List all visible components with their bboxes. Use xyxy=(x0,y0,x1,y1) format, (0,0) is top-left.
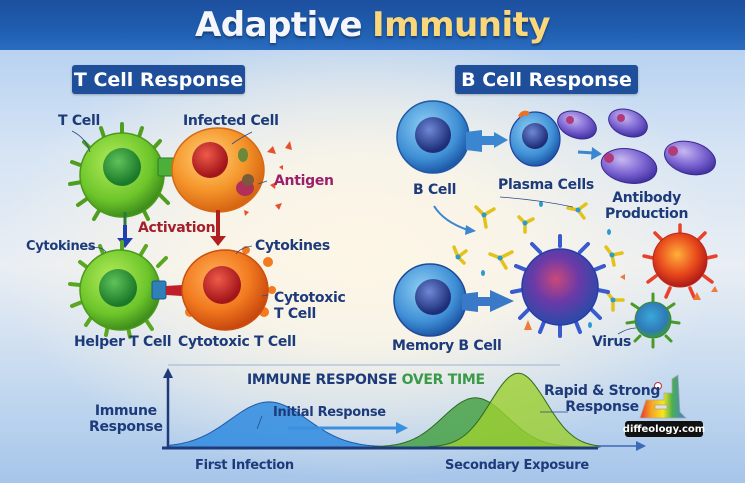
b-cell-response-heading: B Cell Response xyxy=(455,65,638,94)
antigen-fragments xyxy=(244,141,292,216)
annotation-rapid-strong: Rapid & Strong Response xyxy=(544,383,661,415)
response-chart xyxy=(162,364,646,451)
antibody-producing-cells xyxy=(557,108,716,184)
t-cell-graphic xyxy=(68,122,177,221)
chart-curve-3 xyxy=(428,372,601,448)
virus-fragments xyxy=(524,274,718,330)
label-cytotoxic-t-cell: Cytotoxic T Cell xyxy=(178,334,297,350)
label-activation: Activation xyxy=(138,220,216,236)
chart-curve-1 xyxy=(169,401,394,448)
label-cytotoxic-side: Cytotoxic T Cell xyxy=(274,290,346,322)
plasma-cell-graphic xyxy=(509,110,602,167)
b-cell-graphic xyxy=(396,100,508,174)
xlabel-secondary-exposure: Secondary Exposure xyxy=(445,458,589,473)
label-b-cell: B Cell xyxy=(413,182,457,198)
y-axis-arrow xyxy=(163,368,173,378)
cytotoxic-t-cell-graphic xyxy=(181,246,276,331)
helper-t-cell-graphic xyxy=(68,240,186,339)
b-to-memory-arrow xyxy=(433,205,469,231)
virus-small-graphic xyxy=(625,292,681,349)
title-adaptive: Adaptive xyxy=(194,5,363,45)
label-plasma-cells: Plasma Cells xyxy=(498,177,594,193)
chart-title-part1: IMMUNE RESPONSE xyxy=(247,372,398,388)
x-axis-arrow xyxy=(636,441,646,451)
chart-title: IMMUNE RESPONSE OVER TIME xyxy=(247,372,485,388)
virus-red-graphic xyxy=(642,223,718,299)
label-memory-b-cell: Memory B Cell xyxy=(392,338,502,354)
diffeology-logo-icon xyxy=(639,374,687,419)
label-antibody-production: Antibody Production xyxy=(605,190,689,222)
xlabel-first-infection: First Infection xyxy=(195,458,294,473)
t-cell-response-heading: T Cell Response xyxy=(72,65,245,94)
chart-ylabel: Immune Response xyxy=(89,403,163,435)
label-helper-t-cell: Helper T Cell xyxy=(74,334,172,350)
watermark-link[interactable]: diffeology.com xyxy=(623,421,705,437)
title-immunity: Immunity xyxy=(372,5,551,45)
antibodies xyxy=(452,201,625,328)
label-t-cell: T Cell xyxy=(58,113,100,129)
label-cytokines-left: Cytokines xyxy=(26,239,96,254)
label-antigen: Antigen xyxy=(274,173,334,189)
label-infected-cell: Infected Cell xyxy=(183,113,279,129)
label-cytokines-right: Cytokines xyxy=(255,238,330,254)
title-bar: Adaptive Immunity xyxy=(0,0,745,50)
annotation-initial-response: Initial Response xyxy=(273,405,386,420)
label-virus: Virus xyxy=(592,334,632,350)
virus-large-graphic xyxy=(510,234,610,338)
memory-b-cell-graphic xyxy=(393,263,514,337)
chart-title-part2: OVER TIME xyxy=(401,372,485,388)
infected-cell-graphic xyxy=(171,127,265,213)
